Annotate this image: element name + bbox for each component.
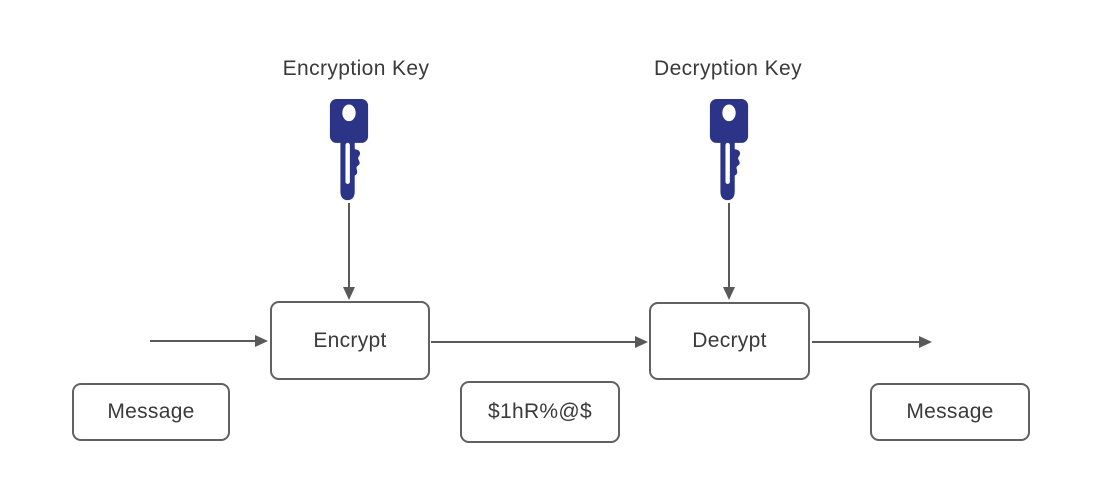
arrow-decryption-key-to-decrypt xyxy=(723,203,735,300)
arrow-shaft xyxy=(348,203,350,287)
decryption-key-icon xyxy=(709,99,749,201)
arrow-input-to-encrypt xyxy=(150,335,268,347)
arrow-head xyxy=(919,336,932,348)
arrow-shaft xyxy=(812,341,919,343)
encryption-key-label: Encryption Key xyxy=(282,57,430,80)
encrypt-label: Encrypt xyxy=(313,328,387,352)
decryption-key-label: Decryption Key xyxy=(654,57,802,80)
decrypt-box: Decrypt xyxy=(649,302,810,380)
arrow-shaft xyxy=(728,203,730,287)
ciphertext-label: $1hR%@$ xyxy=(488,400,592,423)
arrow-decrypt-to-output xyxy=(812,336,932,348)
arrow-head xyxy=(255,335,268,347)
arrow-shaft xyxy=(431,341,635,343)
encryption-key-icon xyxy=(329,99,369,201)
arrow-shaft xyxy=(150,340,255,342)
encrypt-box: Encrypt xyxy=(270,301,430,380)
ciphertext-box: $1hR%@$ xyxy=(460,381,620,443)
message-output-box: Message xyxy=(870,383,1030,441)
arrow-head xyxy=(343,287,355,300)
message-input-label: Message xyxy=(107,400,195,423)
arrow-head xyxy=(635,336,648,348)
message-output-label: Message xyxy=(906,400,994,423)
decrypt-label: Decrypt xyxy=(692,329,767,352)
arrow-encrypt-to-decrypt xyxy=(431,336,648,348)
arrow-head xyxy=(723,287,735,300)
message-input-box: Message xyxy=(72,383,230,441)
arrow-encryption-key-to-encrypt xyxy=(343,203,355,300)
